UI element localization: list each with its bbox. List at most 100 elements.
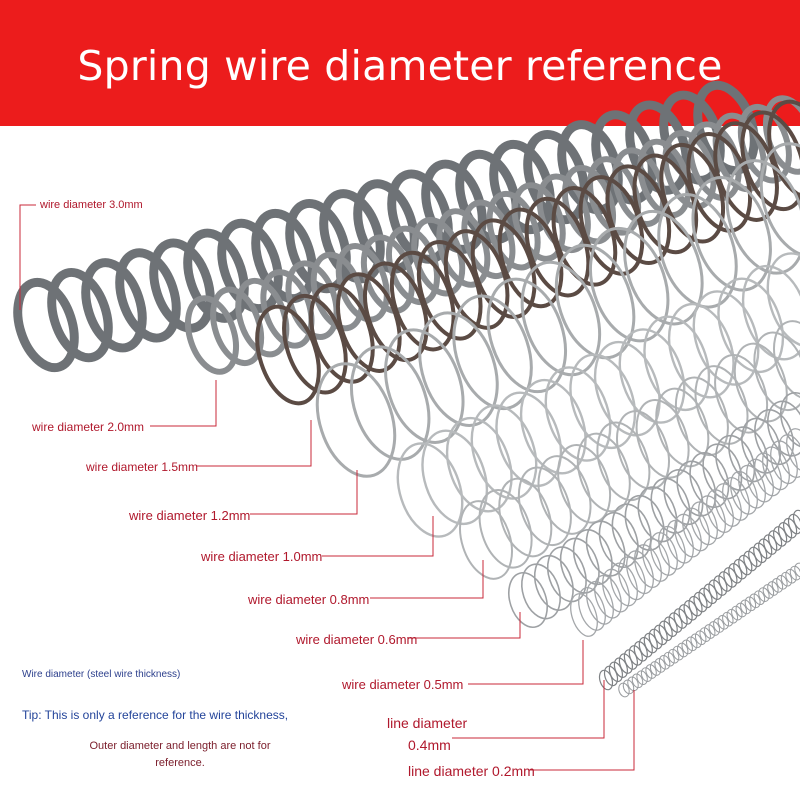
coil-loop bbox=[149, 238, 215, 333]
coil-loop bbox=[693, 591, 708, 613]
label-wire-1-5mm: wire diameter 1.5mm bbox=[86, 460, 199, 474]
coil-loop bbox=[416, 239, 483, 341]
coil-loop bbox=[770, 440, 798, 485]
spring-1-5mm bbox=[255, 99, 800, 406]
coil-loop bbox=[722, 611, 734, 627]
coil-loop bbox=[519, 378, 587, 475]
coil-loop bbox=[81, 258, 147, 353]
coil-loop bbox=[773, 526, 788, 547]
coil-loop bbox=[748, 546, 763, 568]
coil-loop bbox=[733, 342, 788, 423]
coil-loop bbox=[642, 538, 670, 582]
coil-loop bbox=[569, 353, 637, 450]
label-wire-1-2mm: wire diameter 1.2mm bbox=[129, 508, 251, 523]
coil-loop bbox=[753, 331, 800, 412]
coil-loop bbox=[759, 142, 800, 258]
coil-loop bbox=[706, 489, 734, 533]
coil-loop bbox=[771, 578, 784, 593]
coil-loop bbox=[703, 624, 716, 639]
coil-loop bbox=[753, 542, 768, 564]
leader-line-3mm bbox=[19, 204, 36, 310]
coil-loop bbox=[678, 604, 693, 625]
coil-loop bbox=[717, 614, 730, 630]
coil-loop bbox=[713, 575, 728, 596]
coil-loop bbox=[650, 477, 691, 534]
coil-loop bbox=[717, 277, 785, 374]
coil-loop bbox=[628, 645, 643, 666]
coil-loop bbox=[638, 636, 653, 658]
coil-loop bbox=[596, 421, 651, 502]
coil-loop bbox=[309, 283, 375, 384]
label-wire-0-8mm: wire diameter 0.8mm bbox=[248, 592, 370, 607]
coil-loop bbox=[694, 365, 749, 445]
label-line-0-2mm: line diameter 0.2mm bbox=[408, 763, 535, 779]
coil-loop bbox=[663, 616, 678, 637]
coil-loop bbox=[589, 226, 670, 343]
coil-loop bbox=[554, 243, 636, 360]
coil-loop bbox=[315, 362, 397, 478]
coil-loop bbox=[544, 366, 612, 462]
coil-loop bbox=[643, 315, 711, 412]
coil-loop bbox=[618, 556, 646, 601]
leader-line-0-6mm bbox=[408, 612, 521, 639]
coil-loop bbox=[690, 633, 702, 649]
coil-loop bbox=[285, 260, 340, 340]
coil-loop bbox=[685, 636, 698, 652]
coil-loop bbox=[792, 509, 800, 531]
coil-loop bbox=[618, 653, 633, 674]
coil-loop bbox=[603, 665, 619, 687]
leader-line-1-5mm bbox=[196, 420, 312, 467]
coil-loop bbox=[762, 446, 790, 491]
coil-loop bbox=[637, 486, 678, 543]
label-wire-3-0mm: wire diameter 3.0mm bbox=[40, 199, 143, 211]
coil-loop bbox=[618, 328, 686, 424]
coil-loop bbox=[703, 583, 718, 605]
outer-diameter-note: Outer diameter and length are not for re… bbox=[89, 740, 271, 769]
coil-loop bbox=[602, 568, 630, 613]
coil-loop bbox=[778, 522, 793, 543]
label-wire-0-5mm: wire diameter 0.5mm bbox=[342, 677, 464, 692]
coil-loop bbox=[521, 563, 561, 620]
leader-line-0-8mm bbox=[370, 560, 484, 599]
coil-loop bbox=[663, 651, 675, 667]
coil-loop bbox=[738, 554, 753, 576]
coil-loop bbox=[789, 565, 800, 581]
coil-loop bbox=[185, 295, 239, 375]
coil-loop bbox=[594, 574, 622, 619]
title-banner: Spring wire diameter reference bbox=[0, 0, 800, 126]
coil-loop bbox=[780, 571, 793, 587]
coil-loop bbox=[676, 460, 717, 517]
coil-loop bbox=[743, 550, 758, 572]
coil-loop bbox=[633, 641, 648, 662]
coil-loop bbox=[728, 426, 769, 483]
coil-loop bbox=[744, 596, 757, 612]
coil-loop bbox=[389, 250, 456, 352]
coil-loop bbox=[673, 608, 688, 629]
coil-loop bbox=[699, 627, 711, 642]
coil-loop bbox=[634, 544, 662, 588]
coil-loop bbox=[787, 513, 800, 535]
coil-loop bbox=[631, 673, 644, 689]
spring-coils bbox=[13, 80, 800, 698]
spring-0-2mm bbox=[618, 562, 800, 698]
leader-line-0-4mm bbox=[452, 680, 605, 739]
coil-loop bbox=[418, 311, 499, 427]
coil-loop bbox=[698, 587, 713, 609]
leader-line-1-0mm bbox=[322, 516, 434, 557]
coil-loop bbox=[593, 340, 661, 437]
coil-loop bbox=[778, 434, 800, 478]
coil-loop bbox=[623, 209, 704, 326]
banner-title: Spring wire diameter reference bbox=[77, 42, 723, 90]
label-wire-2-0mm: wire diameter 2.0mm bbox=[32, 420, 145, 434]
coil-loop bbox=[396, 442, 464, 538]
coil-loop bbox=[255, 304, 321, 406]
coil-loop bbox=[668, 612, 683, 633]
coil-loop bbox=[251, 208, 317, 304]
coil-loop bbox=[767, 400, 800, 457]
coil-loop bbox=[443, 229, 510, 330]
coil-loop bbox=[714, 483, 742, 527]
coil-loop bbox=[715, 434, 756, 491]
coil-loop bbox=[702, 443, 743, 500]
coil-loop bbox=[655, 387, 710, 468]
wire-diameter-note: Wire diameter (steel wire thickness) bbox=[22, 669, 181, 680]
